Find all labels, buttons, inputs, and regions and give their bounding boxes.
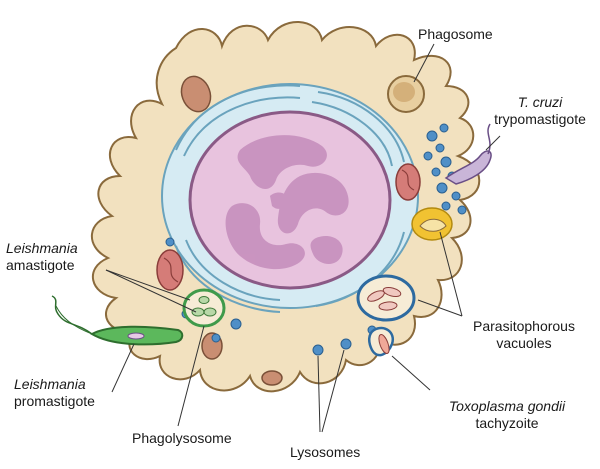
tcruzi-stage-text: trypomastigote (494, 111, 586, 127)
lysosomes-leader-b (321, 349, 345, 433)
phagolysosome (182, 288, 226, 328)
parasitophorous-line2-text: vacuoles (496, 335, 552, 351)
chromatin (225, 135, 349, 270)
phagosome (387, 75, 425, 113)
yellow-vacuole (411, 207, 453, 241)
tcruzi-leader (485, 135, 501, 151)
phagolysosome-leader (177, 325, 205, 427)
parasitophorous-leader-b (439, 231, 463, 317)
leish-promast-species-text: Leishmania (14, 376, 86, 392)
parasitophorous-vacuole (356, 274, 416, 322)
label-leishmania-promastigote: Leishmania promastigote (14, 376, 95, 410)
promastigote-leader (111, 343, 135, 393)
amastigote-leader-a (105, 269, 191, 301)
toxoplasma-leader (391, 355, 431, 391)
tcruzi-species-text: T. cruzi (517, 94, 563, 110)
label-phagolysosome: Phagolysosome (132, 430, 232, 447)
lysosomes-text: Lysosomes (290, 444, 361, 460)
parasitophorous-line1-text: Parasitophorous (473, 318, 575, 334)
leish-amast-stage-text: amastigote (6, 257, 75, 273)
phagosome-text: Phagosome (418, 26, 493, 42)
toxoplasma-stage-text: tachyzoite (475, 415, 539, 431)
mitochondria (156, 163, 421, 291)
toxoplasma-parasite (368, 326, 395, 357)
phagolysosome-text: Phagolysosome (132, 430, 232, 446)
label-phagosome: Phagosome (418, 26, 493, 43)
label-toxoplasma: Toxoplasma gondii tachyzoite (432, 398, 582, 432)
phagosome-leader (413, 43, 435, 83)
toxoplasma-species-text: Toxoplasma gondii (448, 398, 566, 414)
lysosomes-leader-a (317, 355, 321, 433)
label-tcruzi: T. cruzi trypomastigote (492, 94, 588, 128)
leish-promast-stage-text: promastigote (14, 393, 95, 409)
label-parasitophorous: Parasitophorous vacuoles (462, 318, 586, 352)
label-lysosomes: Lysosomes (290, 444, 360, 461)
parasitophorous-leader-a (417, 299, 463, 317)
leish-amast-species-text: Leishmania (6, 240, 78, 256)
label-leishmania-amastigote: Leishmania amastigote (6, 240, 78, 274)
amastigote-leader-b (105, 269, 197, 313)
tcruzi-flagellum (487, 123, 491, 155)
promastigote-parasite (51, 295, 184, 346)
